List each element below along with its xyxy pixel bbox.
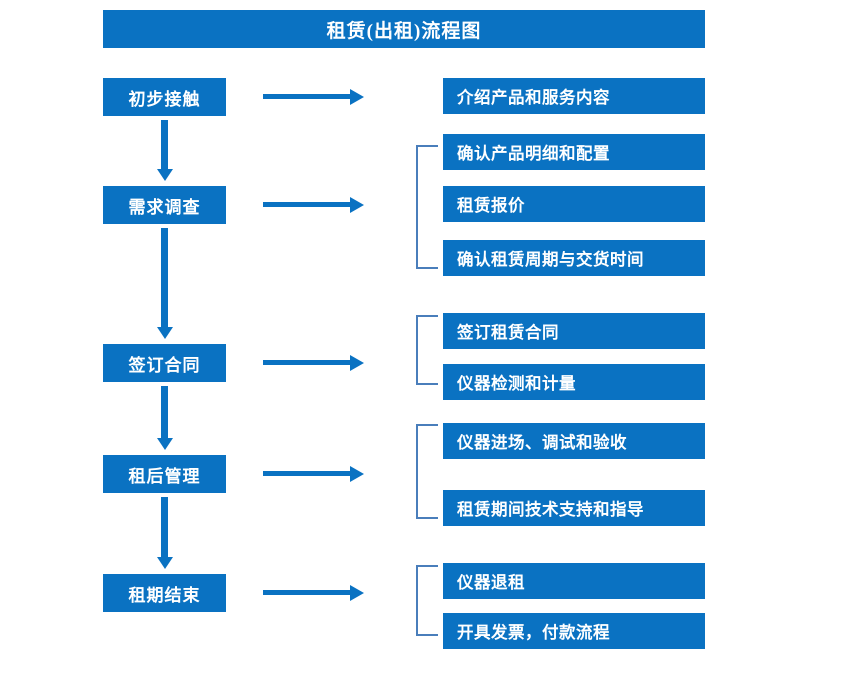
stage-box-post-rental-management[interactable]: 租后管理 — [103, 455, 226, 493]
stage-box-sign-contract[interactable]: 签订合同 — [103, 344, 226, 382]
bracket-sign-contract-group — [416, 315, 438, 385]
horizontal-arrow-initial-contact — [263, 94, 351, 99]
detail-box-instrument-arrival[interactable]: 仪器进场、调试和验收 — [443, 423, 705, 459]
stage-box-needs-survey[interactable]: 需求调查 — [103, 186, 226, 224]
detail-box-confirm-product-details[interactable]: 确认产品明细和配置 — [443, 134, 705, 170]
detail-box-sign-rental-contract[interactable]: 签订租赁合同 — [443, 313, 705, 349]
bracket-rental-end-group — [416, 565, 438, 636]
detail-box-instrument-inspection[interactable]: 仪器检测和计量 — [443, 364, 705, 400]
horizontal-arrow-needs-survey — [263, 202, 351, 207]
stage-box-rental-end[interactable]: 租期结束 — [103, 574, 226, 612]
vertical-arrow-survey-to-contract — [161, 228, 168, 328]
bracket-needs-survey-group — [416, 145, 438, 269]
horizontal-arrow-post-rental-management — [263, 471, 351, 476]
detail-box-confirm-rental-period[interactable]: 确认租赁周期与交货时间 — [443, 240, 705, 276]
stage-box-initial-contact[interactable]: 初步接触 — [103, 78, 226, 116]
vertical-arrow-contract-to-management — [161, 386, 168, 439]
horizontal-arrow-rental-end — [263, 590, 351, 595]
bracket-post-rental-group — [416, 424, 438, 519]
flowchart-title: 租赁(出租)流程图 — [103, 10, 705, 48]
detail-box-instrument-return[interactable]: 仪器退租 — [443, 563, 705, 599]
detail-box-introduce-products[interactable]: 介绍产品和服务内容 — [443, 78, 705, 114]
vertical-arrow-management-to-end — [161, 497, 168, 558]
detail-box-technical-support[interactable]: 租赁期间技术支持和指导 — [443, 490, 705, 526]
detail-box-rental-quotation[interactable]: 租赁报价 — [443, 186, 705, 222]
detail-box-invoice-payment[interactable]: 开具发票，付款流程 — [443, 613, 705, 649]
horizontal-arrow-sign-contract — [263, 360, 351, 365]
vertical-arrow-contact-to-survey — [161, 120, 168, 170]
